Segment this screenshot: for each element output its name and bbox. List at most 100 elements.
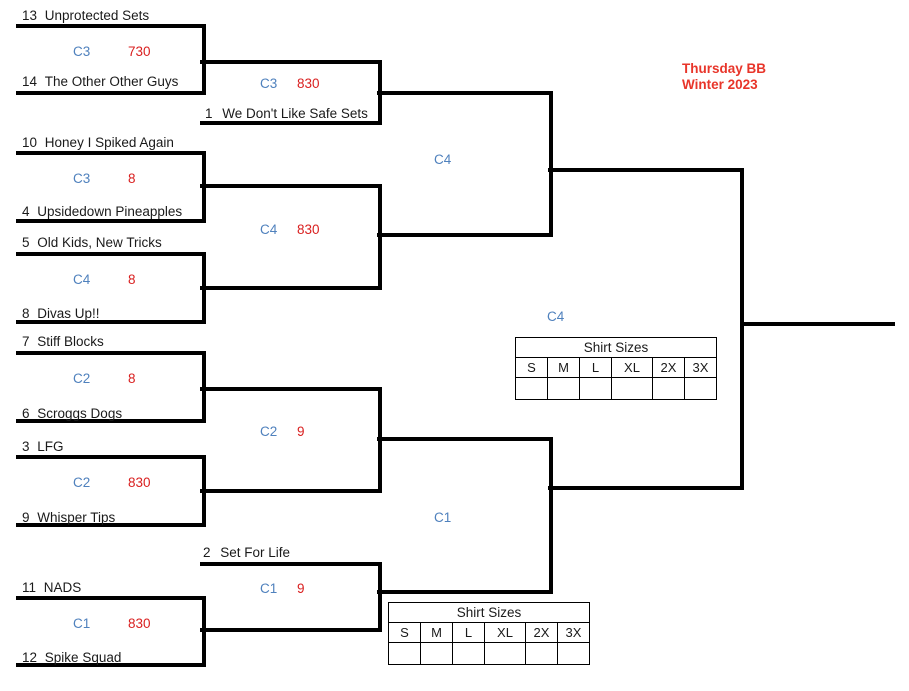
round1-match-6-court: C1	[73, 616, 91, 631]
shirt-size-value-3x[interactable]	[684, 377, 717, 400]
round1-match-5-bottom-team: 9 Whisper Tips	[22, 510, 115, 525]
shirt-sizes-header-row: S M L XL 2X 3X	[515, 357, 717, 378]
shirt-size-value-l[interactable]	[452, 642, 485, 665]
bracket-line	[16, 24, 206, 28]
team-name: Upsidedown Pineapples	[37, 204, 183, 219]
shirt-size-value-s[interactable]	[388, 642, 421, 665]
bracket-line	[16, 91, 206, 95]
round1-match-3-top-team: 5 Old Kids, New Tricks	[22, 235, 162, 250]
shirt-sizes-value-row	[515, 377, 717, 400]
round1-match-1-court: C3	[73, 44, 91, 59]
bracket-line	[377, 233, 553, 237]
round1-match-2-top-team: 10 Honey I Spiked Again	[22, 135, 174, 150]
seed-number: 5	[22, 235, 30, 250]
bracket-line	[200, 387, 382, 391]
round2-match-3-time: 9	[297, 424, 305, 439]
seed-number: 2	[203, 545, 211, 560]
shirt-size-header-3x: 3X	[684, 357, 717, 378]
shirt-size-header-2x: 2X	[525, 622, 558, 643]
round1-match-1-time: 730	[128, 44, 151, 59]
event-title: Thursday BB Winter 2023	[682, 61, 766, 93]
shirt-size-value-2x[interactable]	[652, 377, 685, 400]
shirt-size-header-l: L	[579, 357, 612, 378]
shirt-sizes-table-1: Shirt Sizes S M L XL 2X 3X	[515, 337, 717, 400]
team-name: Unprotected Sets	[44, 8, 150, 23]
bracket-line	[200, 286, 382, 290]
team-name: LFG	[37, 439, 64, 454]
shirt-size-header-xl: XL	[611, 357, 653, 378]
round2-match-4-time: 9	[297, 581, 305, 596]
team-name: Set For Life	[220, 545, 291, 560]
bracket-line	[16, 663, 206, 667]
bracket-line	[548, 486, 744, 490]
shirt-sizes-title-row: Shirt Sizes	[388, 602, 590, 623]
seed-number: 11	[22, 580, 37, 595]
round1-match-5-court: C2	[73, 475, 91, 490]
bracket-line	[16, 419, 206, 423]
shirt-sizes-header-row: S M L XL 2X 3X	[388, 622, 590, 643]
seed-number: 3	[22, 439, 30, 454]
team-name: Spike Squad	[44, 650, 122, 665]
round1-match-4-top-team: 7 Stiff Blocks	[22, 334, 104, 349]
round1-match-3-bottom-team: 8 Divas Up!!	[22, 306, 100, 321]
round1-match-6-time: 830	[128, 616, 151, 631]
shirt-size-value-xl[interactable]	[484, 642, 526, 665]
round2-match-1-bye-team: 1 We Don't Like Safe Sets	[205, 106, 368, 121]
team-name: Honey I Spiked Again	[44, 135, 174, 150]
seed-number: 7	[22, 334, 30, 349]
bracket-line	[549, 91, 553, 237]
champion-line	[740, 322, 895, 326]
bracket-line	[16, 151, 206, 155]
shirt-size-value-m[interactable]	[420, 642, 453, 665]
event-title-line1: Thursday BB	[682, 61, 767, 76]
bracket-line	[16, 455, 206, 459]
team-name: We Don't Like Safe Sets	[222, 106, 368, 121]
bracket-line	[16, 351, 206, 355]
bracket-line	[16, 596, 206, 600]
bracket-line	[377, 590, 553, 594]
bracket-line	[200, 184, 382, 188]
shirt-size-value-s[interactable]	[515, 377, 548, 400]
bracket-line	[200, 562, 382, 566]
shirt-size-header-m: M	[420, 622, 453, 643]
bracket-line	[377, 437, 553, 441]
bracket-line	[200, 628, 382, 632]
seed-number: 9	[22, 510, 30, 525]
final-court: C4	[547, 309, 565, 324]
shirt-size-header-3x: 3X	[557, 622, 590, 643]
round1-match-1-bottom-team: 14 The Other Other Guys	[22, 74, 178, 89]
team-name: Divas Up!!	[37, 306, 100, 321]
shirt-sizes-title: Shirt Sizes	[515, 337, 717, 358]
round1-match-4-court: C2	[73, 371, 91, 386]
shirt-size-value-xl[interactable]	[611, 377, 653, 400]
team-name: Whisper Tips	[37, 510, 116, 525]
semifinal-bottom-court: C1	[434, 510, 452, 525]
shirt-sizes-title-row: Shirt Sizes	[515, 337, 717, 358]
bracket-line	[16, 523, 206, 527]
shirt-size-value-l[interactable]	[579, 377, 612, 400]
shirt-size-value-2x[interactable]	[525, 642, 558, 665]
shirt-size-header-xl: XL	[484, 622, 526, 643]
round2-match-2-time: 830	[297, 222, 320, 237]
round1-match-2-bottom-team: 4 Upsidedown Pineapples	[22, 204, 182, 219]
shirt-size-value-3x[interactable]	[557, 642, 590, 665]
seed-number: 4	[22, 204, 30, 219]
bracket-line	[200, 489, 382, 493]
bracket-line	[548, 168, 744, 172]
shirt-sizes-value-row	[388, 642, 590, 665]
round2-match-1-time: 830	[297, 76, 320, 91]
bracket-line	[378, 184, 382, 290]
round2-match-3-court: C2	[260, 424, 278, 439]
seed-number: 1	[205, 106, 213, 121]
round1-match-1-top-team: 13 Unprotected Sets	[22, 8, 149, 23]
seed-number: 6	[22, 406, 30, 421]
bracket-line	[740, 168, 744, 490]
seed-number: 14	[22, 74, 38, 89]
shirt-size-value-m[interactable]	[547, 377, 580, 400]
shirt-size-header-l: L	[452, 622, 485, 643]
shirt-sizes-title: Shirt Sizes	[388, 602, 590, 623]
round2-match-1-court: C3	[260, 76, 278, 91]
shirt-sizes-table-2: Shirt Sizes S M L XL 2X 3X	[388, 602, 590, 665]
bracket-line	[378, 562, 382, 632]
round1-match-3-time: 8	[128, 272, 136, 287]
